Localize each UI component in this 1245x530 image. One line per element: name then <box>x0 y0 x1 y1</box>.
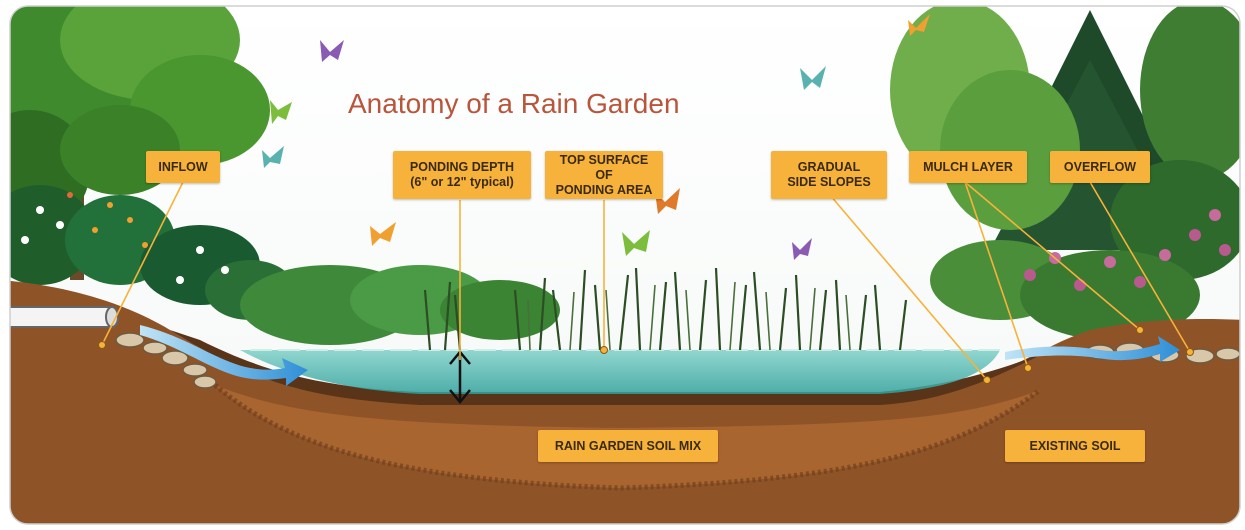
label-ponding-depth-text: PONDING DEPTH (6" or 12" typical) <box>410 160 514 190</box>
label-inflow-text: INFLOW <box>158 160 207 175</box>
label-existing-soil: EXISTING SOIL <box>1005 430 1145 462</box>
label-mulch-layer: MULCH LAYER <box>909 151 1027 183</box>
label-soil-mix-text: RAIN GARDEN SOIL MIX <box>555 439 701 454</box>
label-top-surface: TOP SURFACE OF PONDING AREA <box>545 151 663 199</box>
label-inflow: INFLOW <box>146 151 220 183</box>
label-mulch-layer-text: MULCH LAYER <box>923 160 1013 175</box>
diagram-title: Anatomy of a Rain Garden <box>348 88 680 120</box>
label-existing-soil-text: EXISTING SOIL <box>1030 439 1121 454</box>
label-top-surface-text: TOP SURFACE OF PONDING AREA <box>553 153 655 198</box>
label-ponding-depth: PONDING DEPTH (6" or 12" typical) <box>393 151 531 199</box>
inflow-pipe <box>0 307 118 327</box>
label-overflow: OVERFLOW <box>1050 151 1150 183</box>
label-soil-mix: RAIN GARDEN SOIL MIX <box>538 430 718 462</box>
label-gradual-side-slopes: GRADUAL SIDE SLOPES <box>771 151 887 199</box>
label-overflow-text: OVERFLOW <box>1064 160 1136 175</box>
label-gradual-side-slopes-text: GRADUAL SIDE SLOPES <box>787 160 870 190</box>
